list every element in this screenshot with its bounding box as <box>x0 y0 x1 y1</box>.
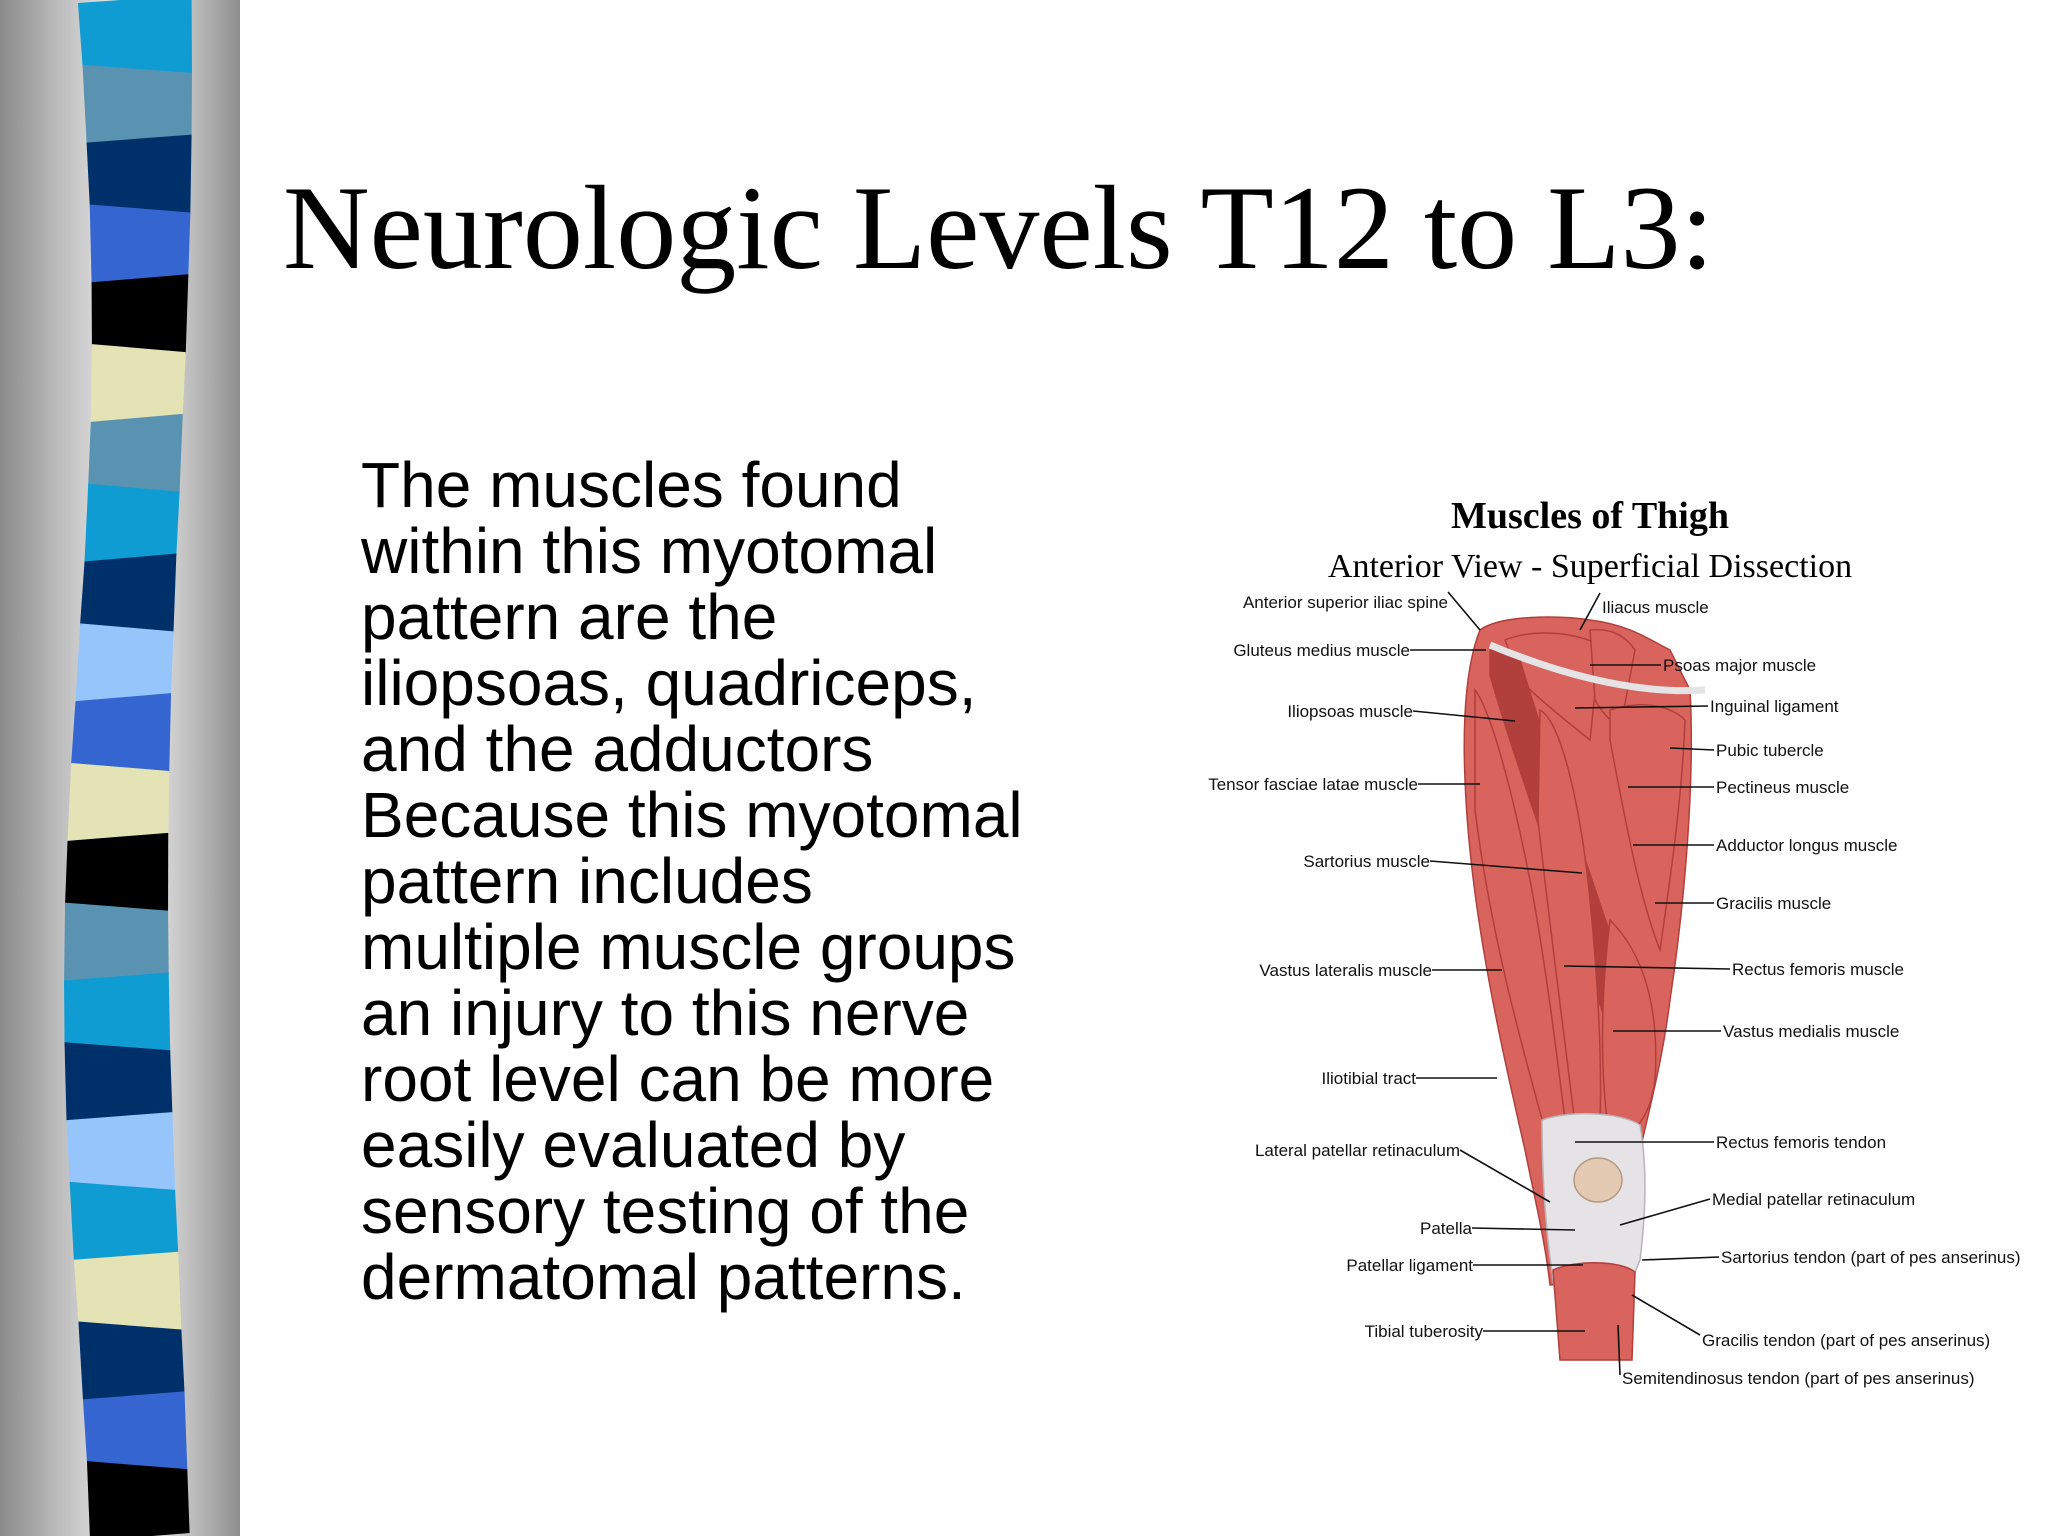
body-line: multiple muscle groups <box>361 911 1016 983</box>
label-iliacus: Iliacus muscle <box>1602 598 1709 617</box>
sidebar-stripe <box>65 832 169 913</box>
sidebar-stripe <box>64 1042 173 1123</box>
body-line: within this myotomal <box>361 515 938 587</box>
body-line: sensory testing of the <box>361 1175 970 1247</box>
slide-body-text: The muscles found within this myotomal p… <box>361 452 1121 1310</box>
sidebar-stripe <box>67 763 170 843</box>
label-tibial-tuberosity: Tibial tuberosity <box>1365 1322 1484 1341</box>
inguinal-ligament <box>1488 641 1706 695</box>
left-labels: Anterior superior iliac spine Gluteus me… <box>1208 593 1483 1341</box>
lower-leg-muscles <box>1552 1262 1636 1361</box>
knee-tendon-region <box>1541 1112 1646 1293</box>
sidebar-stripe <box>84 483 180 564</box>
label-gracilis-tendon: Gracilis tendon (part of pes anserinus) <box>1702 1331 1990 1350</box>
label-patella: Patella <box>1420 1219 1473 1238</box>
slide-title: Neurologic Levels T12 to L3: <box>283 161 1714 294</box>
adductor-longus-muscle <box>1609 704 1686 953</box>
sidebar-stripe <box>82 1391 188 1472</box>
body-line: dermatomal patterns. <box>361 1241 966 1313</box>
rectus-femoris-muscle <box>1537 708 1602 1126</box>
label-tensor-fasciae-latae: Tensor fasciae latae muscle <box>1208 775 1418 794</box>
patella <box>1573 1157 1623 1203</box>
label-rectus-femoris: Rectus femoris muscle <box>1732 960 1904 979</box>
sidebar-stripe <box>86 1461 190 1536</box>
sidebar-stripe <box>89 204 191 285</box>
label-pubic-tubercle: Pubic tubercle <box>1716 741 1824 760</box>
label-iliopsoas: Iliopsoas muscle <box>1287 702 1413 721</box>
body-line: Because this myotomal <box>361 779 1023 851</box>
sidebar-stripe <box>73 1251 182 1332</box>
sidebar-stripe <box>82 64 192 145</box>
sidebar-stripes <box>64 0 192 1536</box>
sidebar-stripe <box>90 344 186 424</box>
label-gluteus-medius: Gluteus medius muscle <box>1233 641 1410 660</box>
sidebar-stripe <box>71 693 172 773</box>
label-adductor-longus: Adductor longus muscle <box>1716 836 1897 855</box>
sidebar-stripe <box>80 553 177 634</box>
leader-lines <box>1410 591 1731 1376</box>
body-line: easily evaluated by <box>361 1109 906 1181</box>
label-medial-patellar-retinaculum: Medial patellar retinaculum <box>1712 1190 1915 1209</box>
label-lateral-patellar-retinaculum: Lateral patellar retinaculum <box>1255 1141 1460 1160</box>
sidebar-stripe <box>77 0 192 75</box>
sidebar-stripe <box>86 134 192 215</box>
right-labels: Iliacus muscle Psoas major muscle Inguin… <box>1602 598 2021 1388</box>
body-line: iliopsoas, quadriceps, <box>361 647 977 719</box>
label-patellar-ligament: Patellar ligament <box>1346 1256 1473 1275</box>
label-inguinal-ligament: Inguinal ligament <box>1710 697 1839 716</box>
sidebar-stripe <box>88 413 183 494</box>
label-sartorius-tendon: Sartorius tendon (part of pes anserinus) <box>1721 1248 2021 1267</box>
sidebar-stripe <box>64 972 171 1053</box>
body-line: pattern includes <box>361 845 813 917</box>
thigh-anatomy-figure: Muscles of Thigh Anterior View - Superfi… <box>1208 495 2021 1388</box>
label-anterior-superior-iliac-spine: Anterior superior iliac spine <box>1243 593 1448 612</box>
label-rectus-femoris-tendon: Rectus femoris tendon <box>1716 1133 1886 1152</box>
label-vastus-lateralis: Vastus lateralis muscle <box>1259 961 1432 980</box>
figure-subtitle: Anterior View - Superficial Dissection <box>1328 548 1852 585</box>
sidebar-stripe <box>64 902 169 983</box>
thigh-illustration <box>1463 616 1706 1361</box>
body-line: The muscles found <box>361 449 902 521</box>
vastus-lateralis-muscle <box>1474 687 1566 1132</box>
body-line: an injury to this nerve <box>361 977 970 1049</box>
body-line: root level can be more <box>361 1043 995 1115</box>
sidebar-stripe <box>69 1181 179 1262</box>
sidebar-stripe <box>78 1321 185 1402</box>
label-pectineus: Pectineus muscle <box>1716 778 1849 797</box>
label-psoas-major: Psoas major muscle <box>1663 656 1816 675</box>
label-sartorius: Sartorius muscle <box>1303 852 1430 871</box>
label-semitendinosus-tendon: Semitendinosus tendon (part of pes anser… <box>1622 1369 1974 1388</box>
body-line: and the adductors <box>361 713 874 785</box>
figure-title: Muscles of Thigh <box>1451 495 1729 537</box>
label-vastus-medialis: Vastus medialis muscle <box>1723 1022 1899 1041</box>
sidebar-stripe <box>66 1112 176 1192</box>
sidebar-stripe <box>91 274 189 355</box>
body-line: pattern are the <box>361 581 778 653</box>
label-gracilis: Gracilis muscle <box>1716 894 1831 913</box>
label-iliotibial-tract: Iliotibial tract <box>1322 1069 1417 1088</box>
sidebar-stripe <box>75 623 174 704</box>
